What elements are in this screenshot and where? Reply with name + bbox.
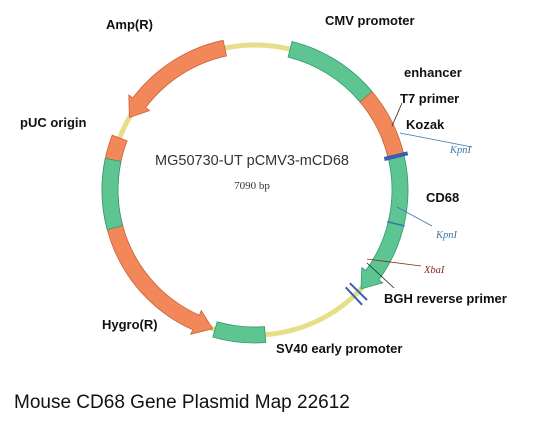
plasmid-name: MG50730-UT pCMV3-mCD68 [155, 153, 349, 169]
sv40-early-promoter-arc [212, 321, 267, 344]
kpni-site-label-2: KpnI [435, 230, 458, 241]
hygro-resistance-arc [101, 134, 214, 335]
kpni-site-label: KpnI [449, 145, 472, 156]
kpni-leader-line [399, 132, 473, 148]
bgh-leader-line [366, 262, 395, 289]
t7-primer-mark [383, 151, 409, 161]
xbai-leader-line [366, 258, 422, 267]
cd68-arc [360, 155, 409, 290]
cmv-promoter-arc [287, 41, 373, 103]
bgh-reverse-primer-mark-2 [344, 286, 363, 306]
puc-origin-label: pUC origin [20, 115, 86, 130]
enhancer-label: enhancer [404, 65, 462, 80]
sv40-early-promoter-label: SV40 early promoter [276, 341, 402, 356]
enhancer-arc [359, 91, 404, 158]
amp-resistance-arc [128, 39, 227, 119]
puc-origin-arc [101, 157, 124, 231]
amp-resistance-label: Amp(R) [106, 17, 153, 32]
t7-primer-label: T7 primer [400, 91, 459, 106]
xbai-site-label: XbaI [423, 265, 445, 276]
kpni-site-mark [387, 220, 405, 227]
cmv-promoter-label: CMV promoter [325, 13, 415, 28]
cd68-label: CD68 [426, 190, 459, 205]
hygro-resistance-label: Hygro(R) [102, 317, 158, 332]
kpni-leader-line-2 [396, 206, 433, 227]
bgh-reverse-primer-label: BGH reverse primer [384, 291, 507, 306]
kozak-label: Kozak [406, 117, 445, 132]
figure-caption: Mouse CD68 Gene Plasmid Map 22612 [14, 392, 350, 413]
t7-leader-line [391, 102, 403, 127]
bgh-reverse-primer-mark [349, 282, 368, 301]
plasmid-size: 7090 bp [234, 180, 270, 192]
